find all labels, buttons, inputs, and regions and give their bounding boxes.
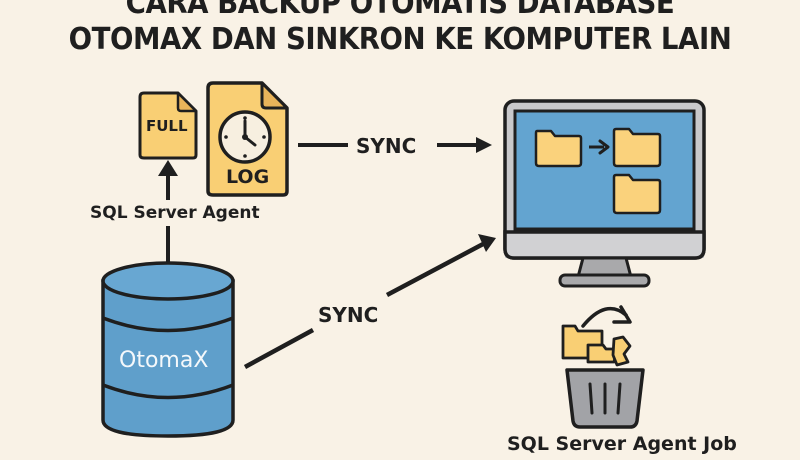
sync-bottom-line-right	[385, 241, 487, 297]
full-file-label: FULL	[146, 117, 188, 135]
arrow-up-head	[158, 160, 178, 176]
database-cylinder-icon	[101, 261, 235, 438]
sync-bottom-arrowhead	[478, 234, 496, 252]
folder-destination-icon	[612, 127, 662, 168]
trash-cleanup-icon	[561, 305, 645, 429]
database-name-label: OtomaX	[119, 348, 209, 373]
sync-top-label: SYNC	[356, 134, 417, 158]
folder-destination-2-icon	[612, 173, 662, 215]
title-line-1: CARA BACKUP OTOMATIS DATABASE	[125, 0, 675, 21]
full-backup-file-icon	[138, 91, 198, 160]
sync-top-arrowhead	[476, 137, 492, 153]
sync-bottom-label: SYNC	[318, 303, 379, 327]
sync-bottom-line-left	[243, 328, 315, 369]
sql-server-agent-job-label: SQL Server Agent Job	[507, 433, 737, 455]
arrow-right-icon	[589, 139, 610, 155]
title-line-2: OTOMAX DAN SINKRON KE KOMPUTER LAIN	[68, 22, 732, 57]
log-file-label: LOG	[226, 166, 270, 188]
sql-server-agent-label: SQL Server Agent	[90, 203, 260, 223]
clock-icon	[218, 110, 272, 164]
log-backup-file-icon	[206, 81, 289, 197]
monitor-icon	[503, 99, 706, 288]
folder-source-icon	[534, 129, 583, 168]
